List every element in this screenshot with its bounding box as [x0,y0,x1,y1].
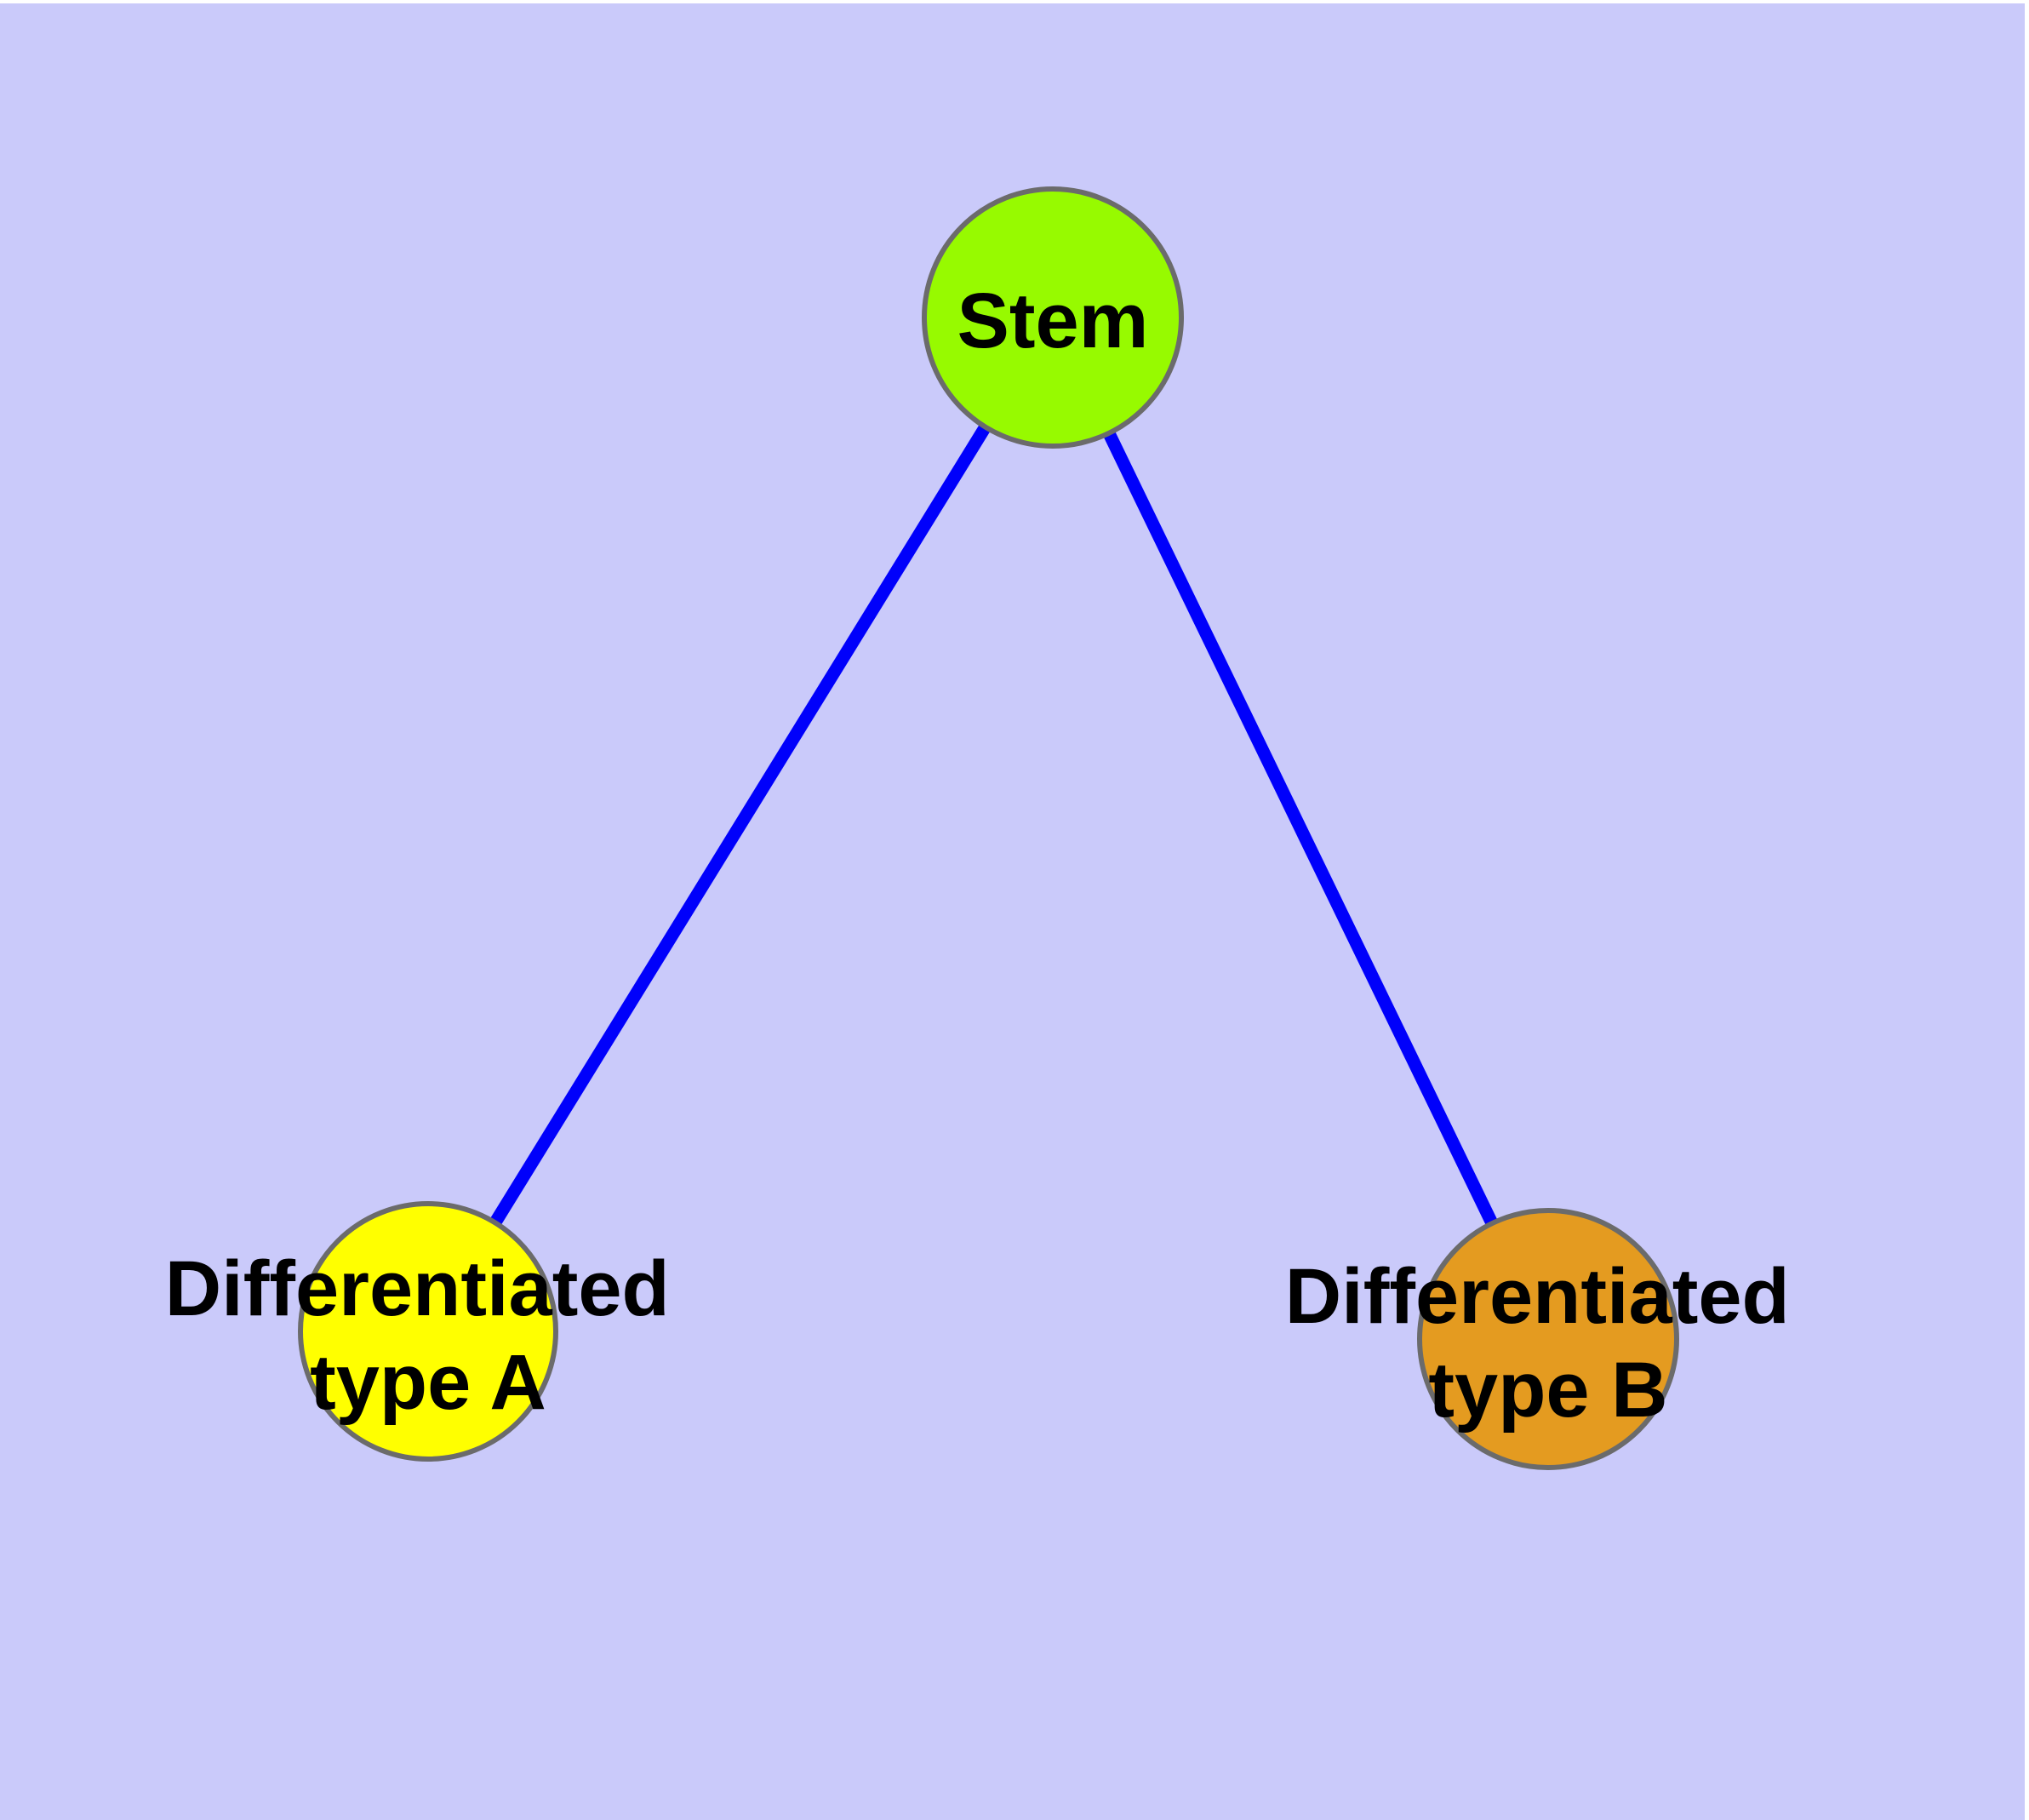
node-type-b-label: Differentiated type B [1285,1253,1812,1434]
node-type-a-label-line2: type A [310,1339,546,1426]
edge-stem-to-type-a [422,314,1059,1335]
node-type-b-label-line1: Differentiated [1285,1253,1790,1340]
node-stem [922,186,1184,449]
node-differentiated-type-b [1417,1208,1679,1470]
node-differentiated-type-a [298,1201,558,1462]
node-type-b-label-line2: type B [1428,1347,1667,1434]
node-stem-label: Stem [957,278,1149,364]
node-type-a-label-line1: Differentiated [165,1245,670,1332]
node-type-a-label: Differentiated type A [165,1245,692,1426]
edge-stem-to-type-b [1047,314,1554,1342]
